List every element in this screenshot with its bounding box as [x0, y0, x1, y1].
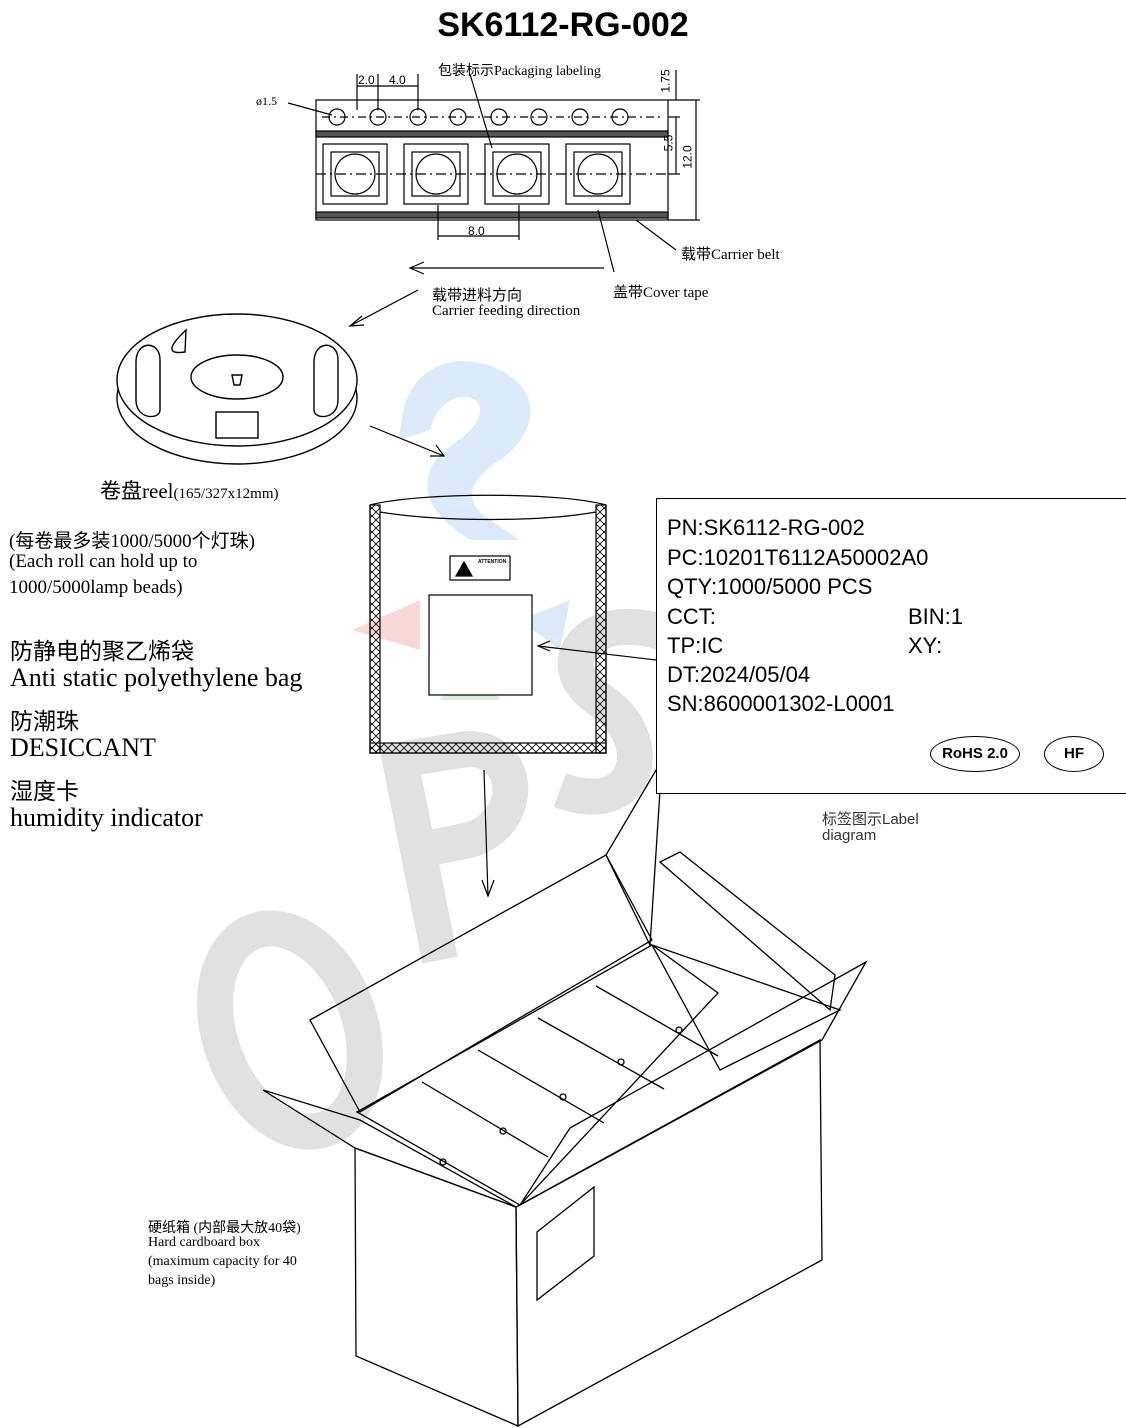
- label-pn: PN:SK6112-RG-002: [667, 515, 865, 540]
- reel-capacity-en-2: 1000/5000lamp beads): [9, 577, 183, 598]
- desiccant-label-en: DESICCANT: [10, 733, 156, 762]
- cardboard-box: [262, 759, 868, 1428]
- dim-1-75: 1.75: [658, 69, 673, 93]
- dim-4-0: 4.0: [389, 73, 406, 87]
- label-caption-2: diagram: [822, 827, 877, 844]
- page-title: SK6112-RG-002: [437, 6, 689, 44]
- label-qty: QTY:1000/5000 PCS: [667, 574, 873, 599]
- dim-12-0: 12.0: [680, 145, 695, 169]
- dim-8-0: 8.0: [468, 224, 485, 238]
- reel-capacity-en-1: (Each roll can hold up to: [9, 551, 198, 572]
- label-bin: BIN:1: [908, 604, 964, 629]
- label-dt: DT:2024/05/04: [667, 662, 811, 687]
- esd-bag: [369, 494, 657, 898]
- dim-5-5: 5.5: [661, 134, 676, 152]
- label-cct: CCT:: [667, 604, 716, 629]
- bag-label-cn: 防静电的聚乙烯袋: [10, 639, 194, 664]
- reel-label-cn: 卷盘: [100, 479, 142, 503]
- reel-capacity-cn: (每卷最多装1000/5000个灯珠): [9, 531, 255, 552]
- carrier-tape: [287, 70, 700, 327]
- dim-2-0: 2.0: [358, 73, 375, 87]
- packaging-labeling-label: 包装标示Packaging labeling: [438, 64, 601, 79]
- humidity-label-cn: 湿度卡: [10, 779, 79, 804]
- label-tp: TP:IC: [667, 633, 724, 658]
- box-label-en-1: Hard cardboard box: [148, 1235, 260, 1250]
- reel-label: 卷盘reel(165/327x12mm): [100, 475, 278, 505]
- label-pc: PC:10201T6112A50002A0: [667, 545, 929, 570]
- box-label-en-2: (maximum capacity for 40: [148, 1254, 297, 1269]
- bag-label-en: Anti static polyethylene bag: [10, 663, 303, 692]
- carrier-belt-label: 载带Carrier belt: [681, 247, 780, 263]
- feed-direction-en: Carrier feeding direction: [432, 303, 581, 319]
- box-label-cn: 硬纸箱 (内部最大放40袋): [148, 1221, 301, 1236]
- desiccant-label-cn: 防潮珠: [10, 709, 79, 734]
- humidity-label-en: humidity indicator: [10, 803, 203, 832]
- rohs-badge: RoHS 2.0: [930, 736, 1020, 772]
- label-caption-1: 标签图示Label: [822, 811, 919, 828]
- label-sn: SN:8600001302-L0001: [667, 691, 895, 716]
- reel: [116, 313, 358, 465]
- hf-badge: HF: [1044, 736, 1104, 772]
- reel-label-en: reel: [142, 479, 174, 503]
- feed-direction-cn: 载带进料方向: [432, 288, 523, 304]
- reel-spec: (165/327x12mm): [173, 486, 279, 502]
- cover-tape-label: 盖带Cover tape: [613, 285, 709, 301]
- esd-sticker-title: ATTENTION: [478, 559, 507, 565]
- sprocket-holes: [328, 108, 629, 126]
- hole-dia-label: ø1.5: [256, 94, 277, 108]
- box-label-en-3: bags inside): [148, 1273, 216, 1288]
- label-xy: XY:: [908, 633, 943, 658]
